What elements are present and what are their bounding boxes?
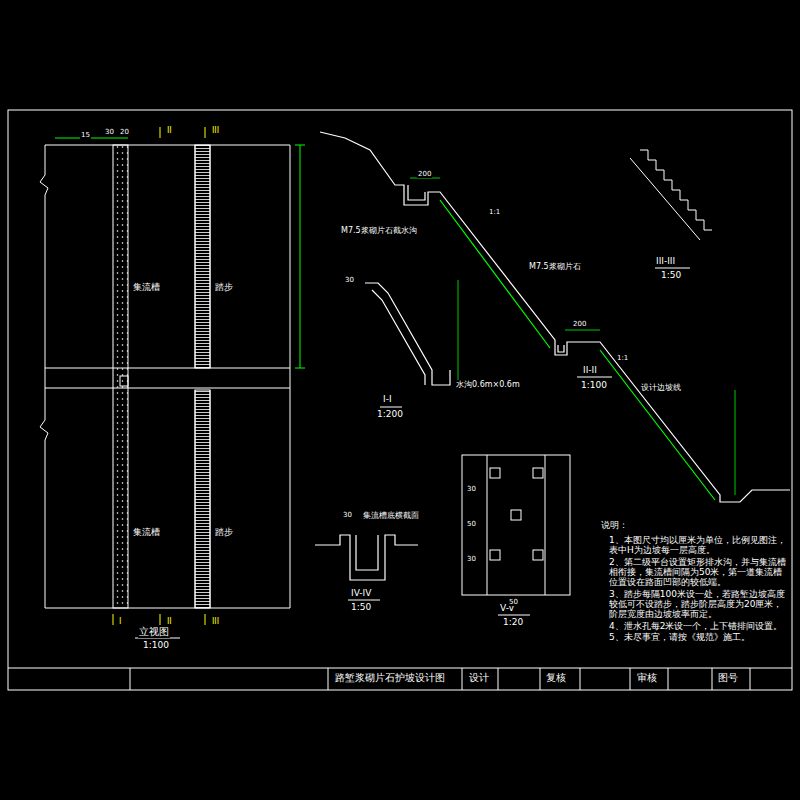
note-text: 说明： — [600, 520, 629, 530]
section-ii — [320, 132, 790, 502]
title-block-cell: 图号 — [717, 672, 739, 684]
label: III — [211, 617, 220, 626]
label: IV-IV — [350, 588, 372, 598]
note-text: 3、踏步每隔100米设一处，若路堑边坡高度较低可不设踏步，踏步阶层高度为20厘米… — [608, 589, 790, 620]
label: 30 — [104, 128, 115, 136]
label: 15 — [80, 131, 91, 139]
frame — [8, 110, 792, 690]
label: III-III — [655, 256, 676, 266]
label: 30 — [466, 555, 477, 563]
title-block-cell: 审核 — [636, 672, 658, 684]
label: 立视图 — [138, 626, 170, 638]
label: 1:50 — [350, 602, 372, 612]
label: 1:20 — [502, 617, 524, 627]
label: III — [211, 126, 220, 135]
title-block-cell: 复核 — [545, 672, 567, 684]
section-i — [365, 280, 458, 407]
label: 30 — [466, 485, 477, 493]
note-text: 2、第二级平台设置矩形排水沟，并与集流槽相衔接，集流槽间隔为50米，第一道集流槽… — [608, 557, 790, 588]
label: M7.5浆砌片石截水沟 — [340, 226, 418, 235]
label: II-II — [582, 365, 598, 375]
label: 200 — [572, 320, 587, 328]
drawing-title: 路堑浆砌片石护坡设计图 — [334, 672, 446, 684]
label: 集流槽 — [132, 527, 161, 537]
label: M7.5浆砌片石 — [528, 262, 582, 271]
label: 1:200 — [376, 409, 404, 419]
label: 200 — [417, 170, 432, 178]
label: I-I — [382, 394, 393, 404]
label: 集流槽底横截面 — [362, 511, 420, 520]
section-iii — [630, 150, 712, 268]
label: 30 — [342, 511, 353, 519]
section-v — [462, 455, 570, 615]
label: 1:1 — [616, 354, 629, 362]
title-block-cell: 设计 — [468, 672, 490, 684]
label: 1:50 — [660, 270, 682, 280]
note-text: 1、本图尺寸均以厘米为单位，比例见图注，表中H为边坡每一层高度。 — [608, 535, 790, 556]
note-text: 5、未尽事宜，请按《规范》施工。 — [608, 632, 790, 642]
label: 水沟0.6m×0.6m — [455, 380, 521, 389]
label: 1:100 — [580, 380, 608, 390]
label: 集流槽 — [132, 282, 161, 292]
label: 20 — [119, 128, 130, 136]
label: 踏步 — [214, 527, 234, 537]
label: II — [166, 617, 173, 626]
label: 1:100 — [142, 640, 170, 650]
note-text: 4、泄水孔每2米设一个，上下错排间设置。 — [608, 621, 790, 631]
label: 30 — [344, 276, 355, 284]
label: 1:1 — [488, 208, 501, 216]
label: 设计边坡线 — [640, 383, 682, 392]
label: II — [166, 126, 173, 135]
label: I — [118, 617, 122, 626]
plan-view — [40, 127, 305, 638]
label: 踏步 — [214, 282, 234, 292]
label: 50 — [466, 520, 477, 528]
label: 50 — [508, 598, 519, 606]
section-iv — [315, 535, 418, 600]
